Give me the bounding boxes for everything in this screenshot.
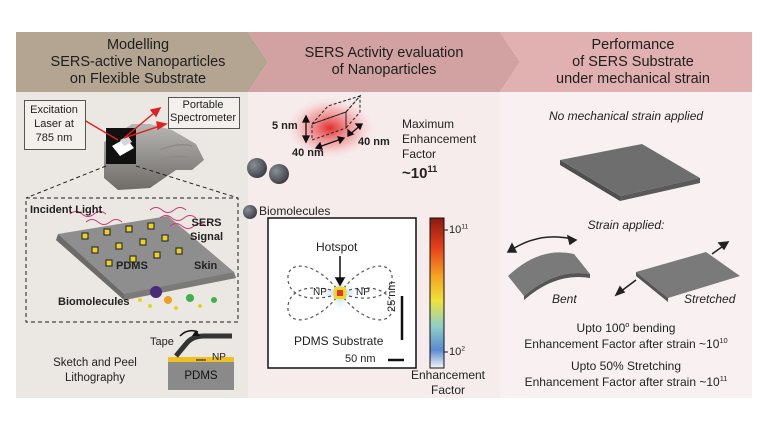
bend-line2-base: Enhancement Factor after strain ~10 <box>524 337 720 351</box>
biomolecules-mid-label: Biomolecules <box>259 204 331 218</box>
portable-spectrometer-label: Portable Spectrometer <box>168 99 238 125</box>
hotspot-arrow <box>334 256 346 287</box>
bend-arrow <box>506 234 578 253</box>
colorbar-bottom-label: 102 <box>449 345 466 358</box>
np-left-label: NP <box>313 287 327 298</box>
pdms-block-label: PDMS <box>184 370 218 382</box>
lithography-stack <box>168 329 234 390</box>
sketch-peel-label: Sketch and Peel Lithography <box>40 356 150 386</box>
stretch-arrows <box>614 241 730 297</box>
colorbar-top-label: 1011 <box>449 223 469 236</box>
np-label-left: NP <box>212 352 226 363</box>
left-header-line2: SERS-active Nanoparticles <box>50 53 226 70</box>
sketch-line1: Sketch and Peel <box>53 357 137 369</box>
right-header: Performance of SERS Substrate under mech… <box>514 32 752 92</box>
left-header: Modelling SERS-active Nanoparticles on F… <box>16 32 260 92</box>
stretched-substrate <box>636 252 740 302</box>
stretch-line2-base: Enhancement Factor after strain ~10 <box>524 375 720 389</box>
hand-photo <box>104 124 204 190</box>
substrate-inset <box>56 207 236 310</box>
right-panel <box>500 92 752 398</box>
field-lobes <box>287 265 393 321</box>
sphere-1 <box>247 158 267 178</box>
tape-label: Tape <box>150 336 174 348</box>
flat-substrate <box>560 144 700 201</box>
max-line2: Enhancement <box>402 132 477 146</box>
sers-signal-label: SERS Signal <box>190 216 223 244</box>
right-header-line3: under mechanical strain <box>556 70 710 87</box>
sers-line1: SERS <box>191 217 222 229</box>
left-header-arrow <box>16 32 268 92</box>
bent-substrate <box>508 252 590 300</box>
magnification-lines <box>25 165 239 323</box>
excitation-line1: Excitation <box>30 104 78 116</box>
incident-light-label: Incident Light <box>30 204 103 216</box>
middle-header-arrow <box>248 32 520 92</box>
right-header-line1: Performance <box>591 36 675 53</box>
colorbar-title: Enhancement Factor <box>400 368 496 398</box>
dim-depth-label: 40 nm <box>292 147 324 159</box>
np-right-label: NP <box>356 287 370 298</box>
skin-label: Skin <box>194 260 218 272</box>
max-line3: Factor <box>402 147 437 161</box>
cbar-top-base: 10 <box>449 224 462 236</box>
no-strain-label: No mechanical strain applied <box>548 109 704 123</box>
cbar-label-line1: Enhancement <box>410 368 486 382</box>
bend-line1-post: bending <box>629 321 676 335</box>
stretch-line1: Upto 50% Stretching <box>570 359 682 373</box>
stretch-result: Upto 50% Stretching Enhancement Factor a… <box>500 358 752 390</box>
sphere-3 <box>243 205 257 219</box>
cbar-bottom-exp: 2 <box>461 345 466 353</box>
bend-result: Upto 100o bending Enhancement Factor aft… <box>500 320 752 352</box>
right-header-arrow <box>500 32 752 92</box>
excitation-line3: 785 nm <box>35 132 73 144</box>
middle-header: SERS Activity evaluation of Nanoparticle… <box>262 32 506 92</box>
stretch-line2-exp: 11 <box>719 374 728 383</box>
middle-header-line2: of Nanoparticles <box>331 62 437 78</box>
middle-header-line1: SERS Activity evaluation <box>304 45 464 61</box>
excitation-laser-box <box>24 100 86 150</box>
biomolecules-label: Biomolecules <box>58 296 130 308</box>
bend-line2-exp: 10 <box>719 336 728 345</box>
left-header-line3: on Flexible Substrate <box>69 70 207 87</box>
right-header-line2: of SERS Substrate <box>572 53 694 70</box>
excitation-line2: Laser at <box>34 118 74 130</box>
strain-applied-label: Strain applied: <box>587 218 665 232</box>
pdms-substrate-label: PDMS Substrate <box>294 334 384 348</box>
scale-50-label: 50 nm <box>345 353 376 365</box>
bend-line1-pre: Upto 100 <box>576 321 626 335</box>
header-band <box>16 32 752 92</box>
colorbar <box>429 217 445 369</box>
portable-spectrometer-box <box>168 97 240 129</box>
excitation-label: Excitation Laser at 785 nm <box>24 103 84 145</box>
bent-label: Bent <box>552 292 577 306</box>
dim-width-label: 40 nm <box>358 136 390 148</box>
max-line1: Maximum <box>402 117 455 131</box>
sphere-2 <box>269 164 289 184</box>
cbar-bottom-base: 10 <box>449 346 462 358</box>
laser-beams <box>83 106 168 141</box>
hotspot-label: Hotspot <box>316 240 358 254</box>
cbar-top-exp: 11 <box>461 223 469 231</box>
max-value-exp: 11 <box>427 164 438 174</box>
nanoparticle-box <box>311 94 362 141</box>
max-enhancement-value: ~1011 <box>402 164 438 182</box>
left-header-line1: Modelling <box>106 36 170 53</box>
stretched-label: Stretched <box>684 292 736 306</box>
dimension-arrows <box>301 114 363 150</box>
max-value-base: ~10 <box>402 165 428 182</box>
sketch-line2: Lithography <box>64 372 126 384</box>
pdms-label: PDMS <box>116 260 148 272</box>
cbar-label-line2: Factor <box>430 383 465 397</box>
bend-line1-deg: o <box>625 320 630 329</box>
max-enhancement-label: Maximum Enhancement Factor <box>402 117 476 162</box>
portable-line2: Spectrometer <box>169 112 237 124</box>
sers-line2: Signal <box>190 231 224 243</box>
dim-height-label: 5 nm <box>272 120 298 132</box>
portable-line1: Portable <box>182 99 224 111</box>
